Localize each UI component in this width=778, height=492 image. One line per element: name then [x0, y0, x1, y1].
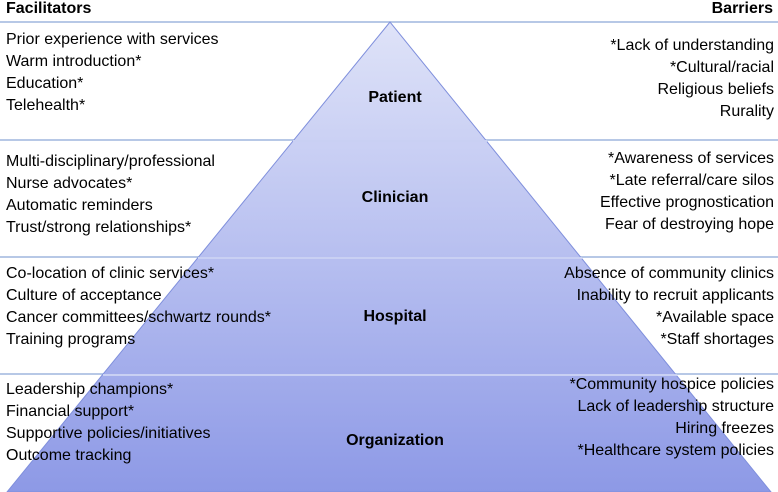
- list-item: Cancer committees/schwartz rounds*: [6, 309, 271, 326]
- patient-facilitators-list: Prior experience with services Warm intr…: [6, 29, 219, 117]
- list-item: Fear of destroying hope: [605, 216, 774, 233]
- list-item: Hiring freezes: [675, 420, 774, 437]
- patient-barriers-list: *Lack of understanding *Cultural/racial …: [610, 35, 774, 123]
- list-item: Leadership champions*: [6, 381, 174, 398]
- list-item: *Cultural/racial: [669, 59, 774, 76]
- barriers-header: Barriers: [711, 0, 773, 17]
- tier-label-patient: Patient: [368, 89, 422, 106]
- list-item: *Staff shortages: [660, 331, 774, 348]
- tier-label-hospital: Hospital: [363, 308, 427, 325]
- list-item: Co-location of clinic services*: [6, 265, 215, 282]
- list-item: Inability to recruit applicants: [576, 287, 774, 304]
- facilitators-header: Facilitators: [6, 0, 92, 17]
- list-item: Financial support*: [6, 403, 135, 420]
- list-item: Outcome tracking: [6, 447, 132, 464]
- organization-facilitators-list: Leadership champions* Financial support*…: [6, 379, 211, 467]
- list-item: Education*: [6, 75, 84, 92]
- list-item: Effective prognostication: [599, 194, 774, 211]
- list-item: Warm introduction*: [6, 53, 142, 70]
- clinician-facilitators-list: Multi-disciplinary/professional Nurse ad…: [6, 151, 215, 239]
- list-item: Religious beliefs: [657, 81, 774, 98]
- list-item: *Available space: [655, 309, 774, 326]
- hospital-facilitators-list: Co-location of clinic services* Culture …: [6, 263, 271, 351]
- list-item: Supportive policies/initiatives: [6, 425, 211, 442]
- hospital-barriers-list: Absence of community clinics Inability t…: [564, 263, 774, 351]
- list-item: Multi-disciplinary/professional: [6, 153, 215, 170]
- list-item: *Awareness of services: [608, 150, 774, 167]
- list-item: Prior experience with services: [6, 31, 219, 48]
- list-item: *Late referral/care silos: [609, 172, 774, 189]
- list-item: Absence of community clinics: [564, 265, 774, 282]
- list-item: *Healthcare system policies: [577, 442, 774, 459]
- tier-label-clinician: Clinician: [361, 189, 429, 206]
- list-item: *Lack of understanding: [610, 37, 774, 54]
- clinician-barriers-list: *Awareness of services *Late referral/ca…: [600, 148, 774, 236]
- list-item: Trust/strong relationships*: [6, 219, 192, 236]
- list-item: *Community hospice policies: [569, 376, 774, 393]
- list-item: Nurse advocates*: [6, 175, 133, 192]
- list-item: Lack of leadership structure: [577, 398, 774, 415]
- list-item: Rurality: [719, 103, 774, 120]
- list-item: Automatic reminders: [6, 197, 153, 214]
- list-item: Training programs: [6, 331, 136, 348]
- organization-barriers-list: *Community hospice policies Lack of lead…: [569, 374, 774, 462]
- list-item: Culture of acceptance: [6, 287, 162, 304]
- list-item: Telehealth*: [6, 97, 86, 114]
- tier-label-organization: Organization: [346, 432, 444, 449]
